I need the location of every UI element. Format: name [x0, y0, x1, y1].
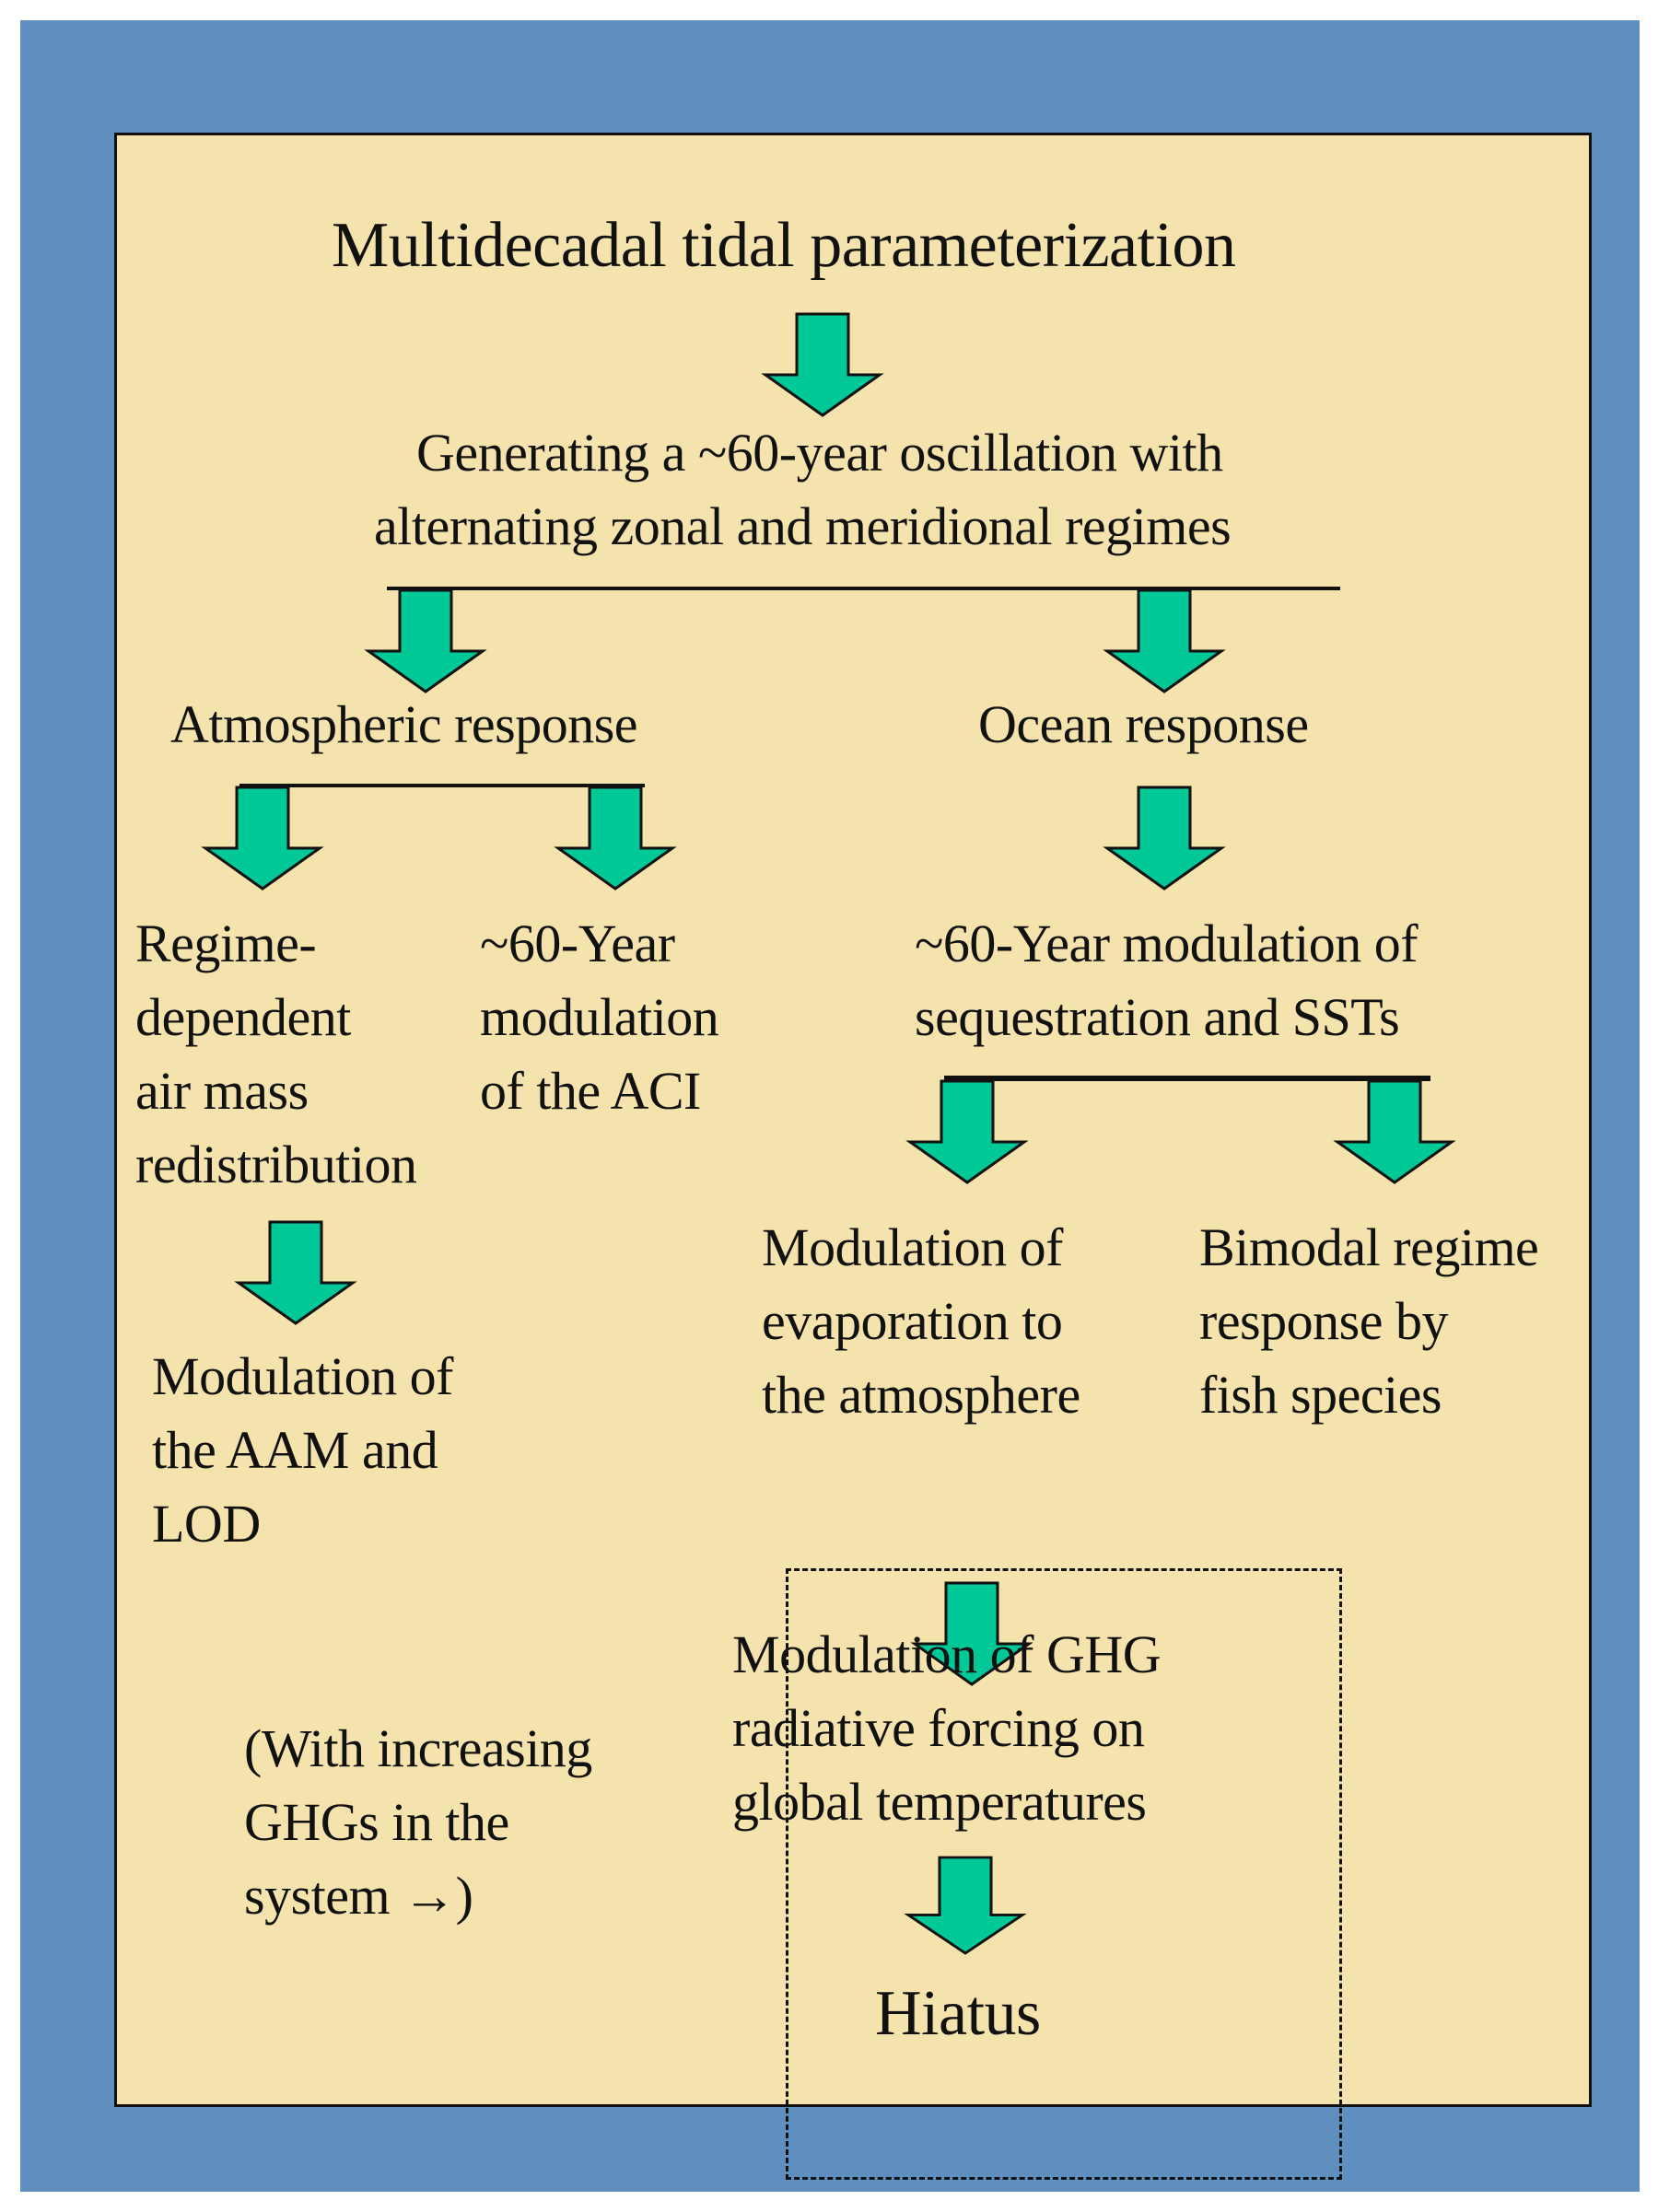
oscillation-line-1: Generating a ~60-year oscillation with	[416, 423, 1223, 483]
aam-line-3: LOD	[152, 1494, 261, 1554]
regime-line-4: redistribution	[135, 1135, 417, 1194]
sequestration-line-2: sequestration and SSTs	[915, 987, 1400, 1047]
hiatus-label: Hiatus	[875, 1978, 1041, 2049]
down-arrow-icon	[905, 1079, 1029, 1184]
ghg-line-2: radiative forcing on	[732, 1698, 1145, 1758]
fish-line-3: fish species	[1199, 1365, 1442, 1425]
note-line-1: (With increasing	[244, 1718, 592, 1778]
note-line-3: system →)	[244, 1866, 473, 1926]
split-line-main	[387, 587, 1340, 590]
down-arrow-icon	[554, 786, 677, 891]
down-arrow-icon	[904, 1856, 1027, 1955]
ghg-line-1: Modulation of GHG	[732, 1624, 1162, 1684]
evaporation-line-2: evaporation to	[762, 1291, 1063, 1351]
down-arrow-icon	[234, 1220, 357, 1325]
fish-line-1: Bimodal regime	[1199, 1217, 1539, 1277]
regime-line-1: Regime-	[135, 914, 317, 973]
ghg-line-3: global temperatures	[732, 1772, 1147, 1832]
split-line-atmospheric	[239, 784, 645, 787]
hiatus-dashed-box	[786, 1568, 1342, 2180]
sequestration-line-1: ~60-Year modulation of	[915, 914, 1419, 973]
diagram-title: Multidecadal tidal parameterization	[332, 210, 1236, 281]
evaporation-line-1: Modulation of	[762, 1217, 1063, 1277]
fish-line-2: response by	[1199, 1291, 1448, 1351]
regime-line-3: air mass	[135, 1061, 309, 1121]
note-line-2: GHGs in the	[244, 1792, 509, 1852]
evaporation-line-3: the atmosphere	[762, 1365, 1080, 1425]
aci-line-1: ~60-Year	[480, 914, 675, 973]
outer-frame: Multidecadal tidal parameterization Gene…	[20, 20, 1640, 2192]
down-arrow-icon	[1103, 786, 1226, 891]
diagram-panel: Multidecadal tidal parameterization Gene…	[114, 133, 1592, 2180]
down-arrow-icon	[1103, 588, 1226, 693]
down-arrow-icon	[201, 786, 324, 891]
aam-line-1: Modulation of	[152, 1346, 453, 1406]
down-arrow-icon	[1333, 1079, 1456, 1184]
ocean-response-label: Ocean response	[978, 694, 1309, 754]
aci-line-3: of the ACI	[480, 1061, 701, 1121]
down-arrow-icon	[364, 588, 487, 693]
aam-line-2: the AAM and	[152, 1420, 438, 1480]
oscillation-line-2: alternating zonal and meridional regimes	[374, 496, 1232, 556]
aci-line-2: modulation	[480, 987, 719, 1047]
down-arrow-icon	[761, 312, 884, 417]
down-arrow-icon	[910, 1581, 1033, 1686]
split-line-ocean	[944, 1076, 1430, 1081]
atmospheric-response-label: Atmospheric response	[170, 694, 638, 754]
regime-line-2: dependent	[135, 987, 351, 1047]
